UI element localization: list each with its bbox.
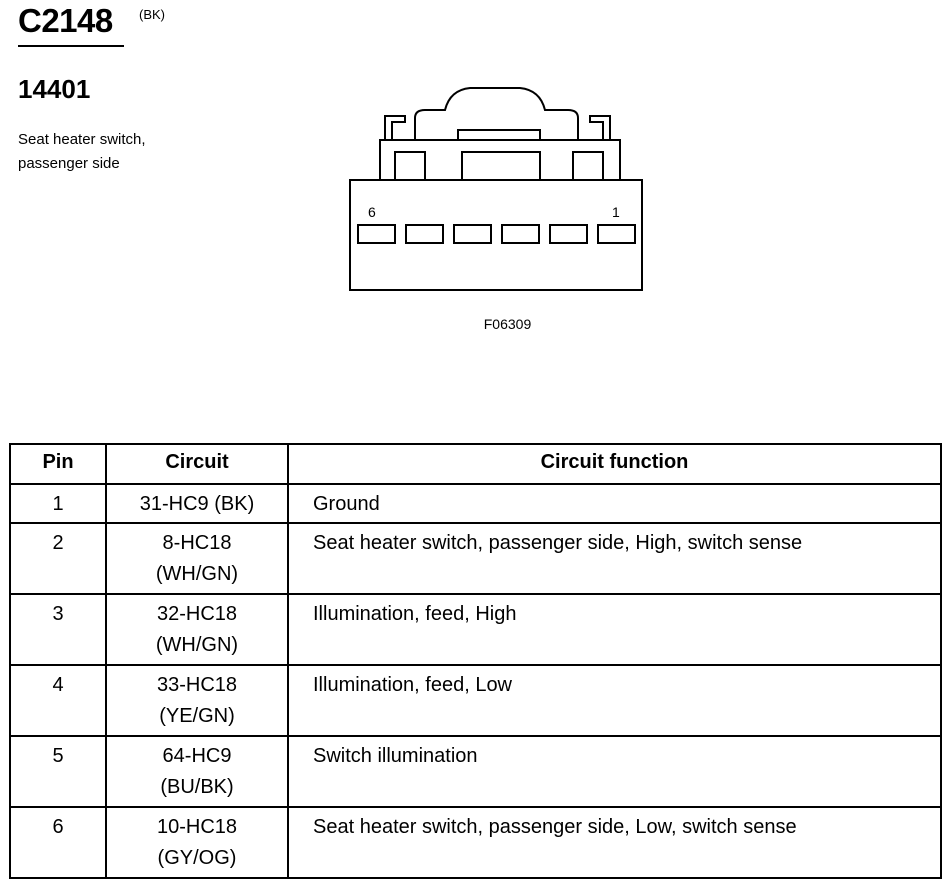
pin-table: Pin Circuit Circuit function 1 31-HC9 (B… xyxy=(9,443,942,879)
function-cell: Switch illumination xyxy=(287,735,942,808)
circuit-cell: 33-HC18 (YE/GN) xyxy=(105,664,289,737)
pin-cavity-4 xyxy=(453,224,492,244)
pin-label-6: 6 xyxy=(368,204,376,220)
circuit-cell: 32-HC18 (WH/GN) xyxy=(105,593,289,666)
pin-cell: 6 xyxy=(9,806,107,879)
shoulder-block xyxy=(379,139,621,181)
circuit-line2: (BU/BK) xyxy=(160,776,234,798)
circuit-line1: 31-HC9 (BK) xyxy=(139,493,255,515)
pin-cell: 5 xyxy=(9,735,107,808)
function-cell: Illumination, feed, High xyxy=(287,593,942,666)
connector-id: C2148 xyxy=(18,2,113,39)
table-row: 2 8-HC18 (WH/GN) Seat heater switch, pas… xyxy=(9,522,942,595)
header-pin: Pin xyxy=(9,443,107,485)
component-description-line1: Seat heater switch, xyxy=(18,131,146,148)
pin-label-1: 1 xyxy=(612,204,620,220)
header-circuit: Circuit xyxy=(105,443,289,485)
component-description: Seat heater switch, passenger side xyxy=(18,128,218,176)
function-cell: Seat heater switch, passenger side, High… xyxy=(287,522,942,595)
part-number: 14401 xyxy=(18,74,91,104)
circuit-line1: 8-HC18 xyxy=(162,532,232,554)
figure-code: F06309 xyxy=(483,316,532,332)
circuit-cell: 8-HC18 (WH/GN) xyxy=(105,522,289,595)
pin-cavity-6 xyxy=(357,224,396,244)
circuit-cell: 64-HC9 (BU/BK) xyxy=(105,735,289,808)
function-cell: Seat heater switch, passenger side, Low,… xyxy=(287,806,942,879)
latch-dome xyxy=(414,87,579,140)
right-clip xyxy=(589,115,611,140)
header-function: Circuit function xyxy=(287,443,942,485)
circuit-line2: (YE/GN) xyxy=(159,705,235,727)
table-row: 3 32-HC18 (WH/GN) Illumination, feed, Hi… xyxy=(9,593,942,666)
circuit-line2: (WH/GN) xyxy=(155,563,239,585)
pin-cell: 3 xyxy=(9,593,107,666)
function-cell: Ground xyxy=(287,483,942,524)
connector-color: (BK) xyxy=(139,7,165,22)
left-clip xyxy=(384,115,406,140)
connector-id-underline xyxy=(18,45,124,47)
circuit-line1: 33-HC18 xyxy=(156,674,238,696)
table-row: 6 10-HC18 (GY/OG) Seat heater switch, pa… xyxy=(9,806,942,879)
pin-cavity-3 xyxy=(501,224,540,244)
pin-cavity-1 xyxy=(597,224,636,244)
pin-cavity-5 xyxy=(405,224,444,244)
connector-face-diagram: 6 1 xyxy=(349,87,643,291)
circuit-line1: 10-HC18 xyxy=(156,816,238,838)
pin-cavity-2 xyxy=(549,224,588,244)
table-row: 1 31-HC9 (BK) Ground xyxy=(9,483,942,524)
table-header-row: Pin Circuit Circuit function xyxy=(9,443,942,485)
function-cell: Illumination, feed, Low xyxy=(287,664,942,737)
circuit-line2: (WH/GN) xyxy=(155,634,239,656)
connector-body xyxy=(349,179,643,291)
circuit-line1: 64-HC9 xyxy=(162,745,232,767)
component-description-line2: passenger side xyxy=(18,155,120,172)
circuit-cell: 31-HC9 (BK) xyxy=(105,483,289,524)
pin-cell: 2 xyxy=(9,522,107,595)
table-row: 5 64-HC9 (BU/BK) Switch illumination xyxy=(9,735,942,808)
pin-cell: 4 xyxy=(9,664,107,737)
table-row: 4 33-HC18 (YE/GN) Illumination, feed, Lo… xyxy=(9,664,942,737)
pin-cell: 1 xyxy=(9,483,107,524)
circuit-line1: 32-HC18 xyxy=(156,603,238,625)
circuit-cell: 10-HC18 (GY/OG) xyxy=(105,806,289,879)
circuit-line2: (GY/OG) xyxy=(157,847,237,869)
